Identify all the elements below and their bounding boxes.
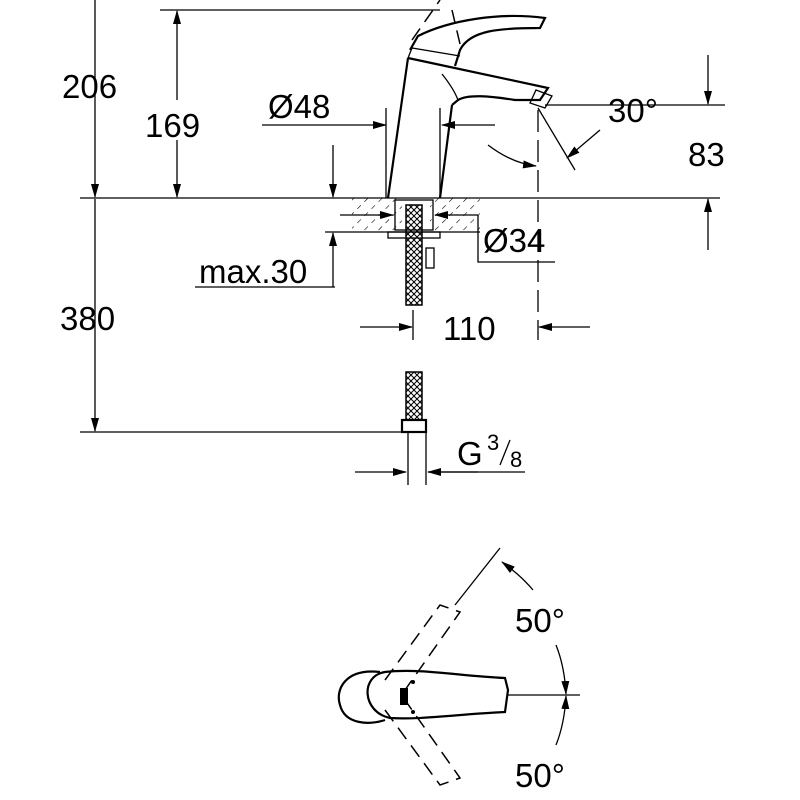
dimension-labels: 206 169 Ø48 30° 83 Ø34 max.30 380 110 G … xyxy=(60,68,725,794)
label-lever-angle-up: 50° xyxy=(515,602,565,639)
label-hose-length: 380 xyxy=(60,300,115,337)
label-thread: G xyxy=(457,435,483,472)
label-spout-height: 169 xyxy=(145,107,200,144)
faucet-top-view xyxy=(337,547,580,786)
label-thread-den: 8 xyxy=(510,447,522,472)
label-total-height: 206 xyxy=(62,68,117,105)
supply-hose xyxy=(400,204,435,434)
label-lever-angle-down: 50° xyxy=(515,757,565,794)
label-hole-diameter: Ø34 xyxy=(483,222,545,259)
dimension-lines xyxy=(91,0,712,485)
label-projection: 110 xyxy=(443,310,496,347)
label-spout-angle: 30° xyxy=(608,92,658,129)
label-thread-num: 3 xyxy=(487,430,499,455)
faucet-side-view xyxy=(386,0,553,199)
label-body-diameter: Ø48 xyxy=(268,88,330,125)
label-outlet-height: 83 xyxy=(688,136,725,173)
countertop-section xyxy=(325,198,480,239)
reference-lines xyxy=(80,9,725,433)
label-max-thickness: max.30 xyxy=(199,253,307,290)
